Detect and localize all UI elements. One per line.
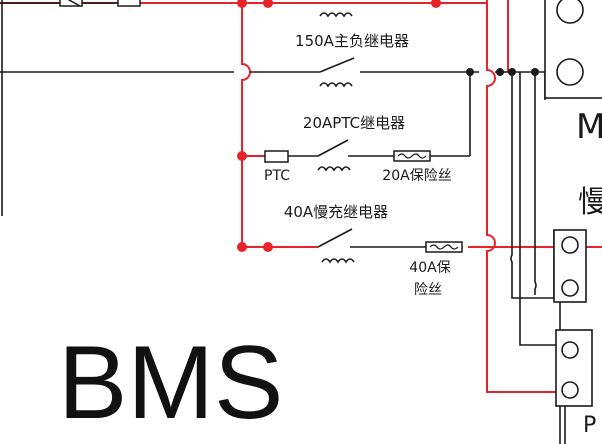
relay-150a: [319, 12, 355, 88]
junction-dot: [237, 0, 247, 8]
coil-icon: [317, 166, 351, 172]
junction-dot: [263, 0, 273, 8]
terminal-icon: [561, 381, 579, 399]
fuse-element: [397, 153, 427, 159]
fuse-40a: [425, 241, 463, 253]
junction-dot: [496, 68, 504, 76]
coil-icon: [319, 82, 353, 88]
terminal-icon: [556, 0, 584, 24]
ptc-resistor-icon: [264, 150, 289, 163]
red-junctions: [237, 0, 441, 252]
right-connector-mid: [553, 229, 587, 303]
relay-contact-icon: [319, 57, 355, 73]
junction-dot: [237, 151, 247, 161]
resistor-slash: [67, 0, 81, 7]
right-label-mid: 慢: [578, 185, 602, 220]
label-ptc: PTC: [264, 168, 290, 184]
coil-icon: [321, 258, 355, 264]
junction-dot: [431, 0, 441, 8]
resistor-icon: [117, 0, 141, 7]
relay-40a-slow-charge: [317, 228, 355, 264]
red-wire-left-vertical: [241, 0, 251, 247]
label-40a-slow-relay: 40A慢充继电器: [284, 203, 388, 221]
resistor-icon: [59, 0, 83, 7]
black-wire-bundle-2: [534, 72, 537, 295]
relay-contact-icon: [317, 139, 349, 157]
label-20a-fuse: 20A保险丝: [382, 168, 451, 184]
junction-dot: [263, 242, 273, 252]
terminal-icon: [561, 236, 579, 254]
relay-contact-icon: [317, 228, 353, 248]
black-wire-bundle-1: [510, 72, 562, 299]
terminal-icon: [561, 341, 579, 359]
label-40a-fuse-line2: 险丝: [414, 282, 442, 298]
bms-label: BMS: [58, 325, 283, 441]
fuse-20a: [393, 150, 431, 162]
terminal-icon: [561, 279, 579, 297]
top-left-components: [59, 0, 141, 7]
red-wire-right-vertical: [486, 0, 556, 393]
terminal-icon: [556, 58, 584, 86]
relay-20a-ptc: [317, 139, 351, 172]
junction-dot: [466, 68, 474, 76]
label-150a-relay: 150A主负继电器: [295, 32, 409, 50]
junction-dot: [508, 68, 516, 76]
fuse-element: [429, 244, 459, 250]
right-connector-bottom: [555, 329, 593, 407]
right-label-bottom: P: [583, 413, 596, 438]
right-connector-top: [544, 0, 602, 99]
black-wire-bundle-3: [519, 72, 562, 346]
junction-dot: [237, 242, 247, 252]
label-40a-fuse-line1: 40A保: [409, 260, 450, 276]
coil-icon: [319, 12, 353, 18]
right-label-top: M: [576, 107, 602, 147]
label-20a-ptc-relay: 20APTC继电器: [303, 114, 405, 132]
junction-dot: [531, 68, 539, 76]
black-junctions: [466, 68, 539, 76]
